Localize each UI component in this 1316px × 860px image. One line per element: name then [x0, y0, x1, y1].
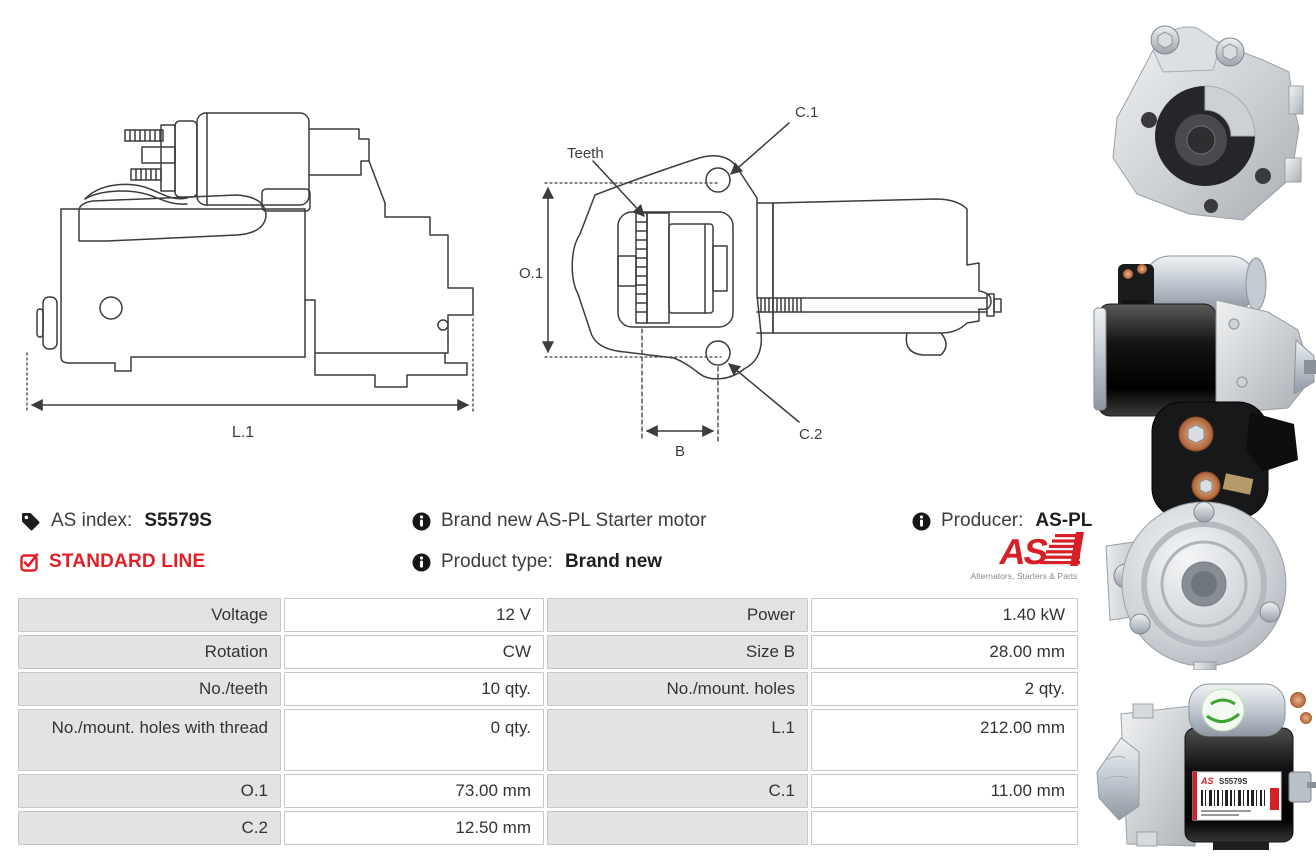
spec-label-cell [547, 811, 808, 845]
mounting-flange-outline [571, 155, 763, 380]
nose-cone [1096, 737, 1140, 821]
technical-drawing-front-view: C.1 Teeth O.1 B C.2 [505, 95, 1065, 465]
terminal-copper [1290, 692, 1306, 708]
connector [1246, 412, 1298, 472]
product-photo-rear-view[interactable] [1100, 398, 1312, 671]
standard-line-label: STANDARD LINE [49, 551, 206, 572]
mount-hole-c2 [705, 340, 731, 366]
spec-value-cell: 28.00 mm [811, 635, 1078, 669]
as-index-row: AS index: S5579S [20, 509, 212, 533]
spec-label-cell: C.2 [18, 811, 281, 845]
producer-row: Producer: AS-PL [912, 509, 1092, 533]
technical-drawing-side-view: L.1 [15, 105, 485, 455]
spec-label-cell: Voltage [18, 598, 281, 632]
spec-label-cell: Size B [547, 635, 808, 669]
spec-label-cell: L.1 [547, 709, 808, 771]
product-type-label: Product type: [441, 551, 553, 572]
spec-value-cell: 10 qty. [284, 672, 544, 706]
leader-c1 [730, 122, 790, 175]
solenoid-studs [124, 124, 176, 192]
svg-text:AS: AS [997, 531, 1051, 572]
leader-teeth [592, 160, 645, 217]
label-o1: O.1 [519, 265, 543, 282]
spec-value-cell: 1.40 kW [811, 598, 1078, 632]
product-photo-front-bracket[interactable] [1093, 8, 1311, 238]
spec-value-cell: 11.00 mm [811, 774, 1078, 808]
info-icon [412, 553, 431, 572]
spec-label-cell: Power [547, 598, 808, 632]
standard-line-row: STANDARD LINE [20, 550, 205, 574]
spec-table: Voltage 12 V Power 1.40 kW Rotation CW S… [18, 598, 1078, 845]
spec-value-cell: 0 qty. [284, 709, 544, 771]
pinion-gear-outline [617, 212, 728, 324]
label-b: B [675, 443, 685, 460]
spec-value-cell [811, 811, 1078, 845]
dimension-l1-label: L.1 [232, 424, 254, 441]
leader-c2 [728, 363, 800, 423]
spec-label-cell: C.1 [547, 774, 808, 808]
tag-icon [20, 511, 41, 532]
producer-value: AS-PL [1035, 510, 1093, 531]
info-icon [912, 512, 931, 531]
svg-text:AS: AS [1200, 776, 1214, 786]
info-icon [412, 512, 431, 531]
eco-sticker [1201, 688, 1245, 732]
description-row: Brand new AS-PL Starter motor [412, 509, 706, 533]
spec-value-cell: 12 V [284, 598, 544, 632]
producer-label: Producer: [941, 510, 1024, 531]
spec-value-cell: 12.50 mm [284, 811, 544, 845]
motor-body-outline [36, 194, 306, 372]
description-text: Brand new AS-PL Starter motor [441, 510, 707, 531]
spec-value-cell: 212.00 mm [811, 709, 1078, 771]
spec-value-cell: 2 qty. [811, 672, 1078, 706]
product-label: AS S5579S [1192, 771, 1282, 821]
label-c1: C.1 [795, 104, 818, 121]
spec-label-cell: O.1 [18, 774, 281, 808]
spec-label-cell: No./mount. holes with thread [18, 709, 281, 771]
label-code: S5579S [1219, 777, 1248, 786]
product-photo-side-view[interactable] [1092, 242, 1316, 430]
motor-cylinder-outline [756, 198, 1002, 356]
product-type-row: Product type: Brand new [412, 550, 662, 574]
as-logo: AS Alternators, Starters & Parts [958, 530, 1090, 584]
drive-housing-outline [304, 202, 474, 388]
spec-label-cell: No./teeth [18, 672, 281, 706]
spec-label-cell: Rotation [18, 635, 281, 669]
mount-hole-c1 [705, 167, 731, 193]
product-type-value: Brand new [564, 551, 663, 572]
as-logo-mark: AS [997, 531, 1051, 572]
label-teeth: Teeth [567, 145, 604, 162]
dimension-o1 [542, 182, 722, 358]
spec-value-cell: CW [284, 635, 544, 669]
dimension-l1 [26, 318, 474, 412]
spec-value-cell: 73.00 mm [284, 774, 544, 808]
drive-housing [1215, 299, 1305, 415]
dimension-b [641, 328, 719, 442]
as-index-label: AS index: [51, 510, 133, 531]
spec-label-cell: No./mount. holes [547, 672, 808, 706]
product-photo-labeled-view[interactable]: AS S5579S [1093, 676, 1316, 854]
as-index-value: S5579S [144, 510, 212, 531]
label-c2: C.2 [799, 426, 822, 443]
as-logo-tagline: Alternators, Starters & Parts [971, 571, 1078, 581]
checkbox-checked-icon [20, 552, 39, 572]
